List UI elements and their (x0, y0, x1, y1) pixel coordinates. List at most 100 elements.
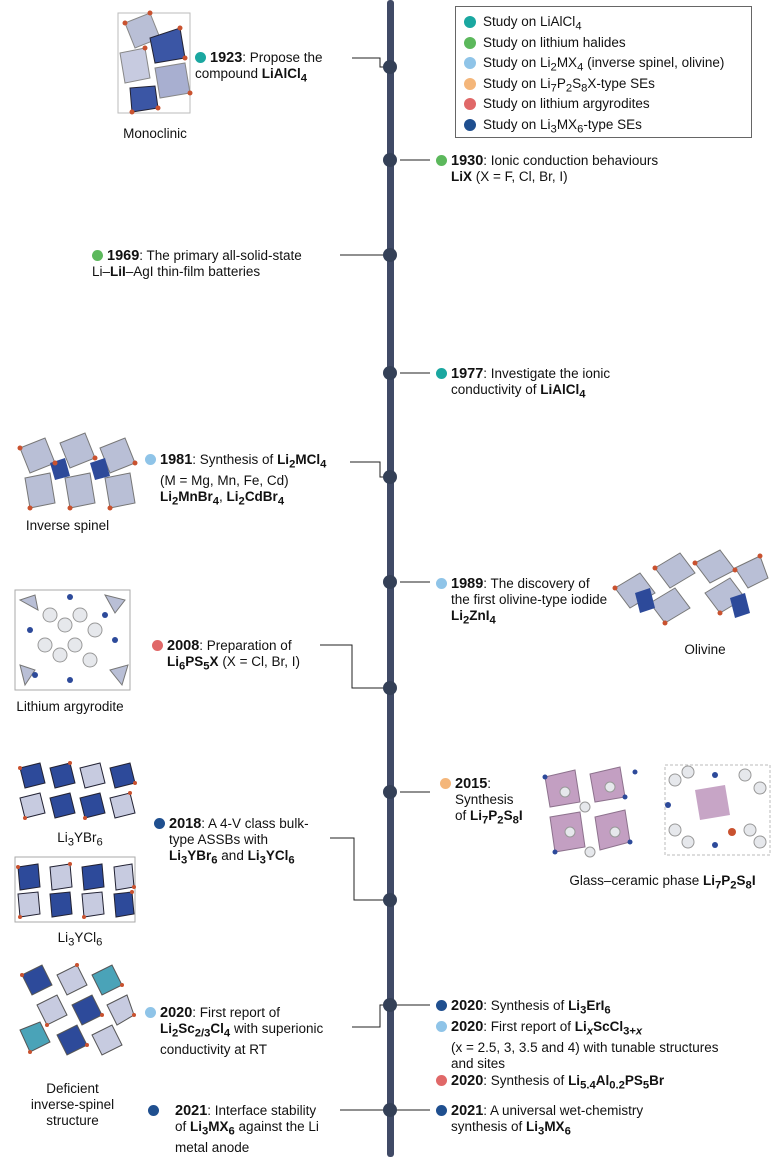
event-2008: 2008: Preparation of Li6PS5X (X = Cl, Br… (152, 638, 300, 675)
event-1989: 1989: The discovery of the first olivine… (436, 576, 607, 629)
legend-sub: 4 (577, 61, 584, 74)
event-text: (X = Cl, Br, I) (218, 654, 300, 669)
event-text: synthesis of (451, 1119, 527, 1134)
event-dot (145, 1007, 156, 1018)
caption-monoclinic: Monoclinic (123, 126, 187, 141)
legend-dot (464, 36, 476, 49)
caption-li3ybr6: Li3YBr6 (50, 830, 110, 851)
event-text: : The primary all-solid-state (139, 248, 302, 263)
caption-text: inverse-spinel (30, 1097, 115, 1112)
timeline-node-1989 (383, 575, 397, 589)
formula: Li2ZnI4 (451, 608, 496, 627)
legend-label: Study on Li (483, 55, 551, 70)
event-text: of (175, 1119, 191, 1134)
event-year: 2020 (451, 1073, 484, 1089)
glass-ceramic-structure-image-b (664, 764, 771, 856)
legend-label: Study on Li (483, 116, 551, 132)
event-text: (M = Mg, Mn, Fe, Cd) (160, 472, 289, 488)
formula: Li2MnBr4 (160, 488, 220, 508)
event-year: 2020 (160, 1005, 193, 1021)
argyrodite-structure-image (14, 589, 131, 691)
legend-item-li3mx6: Study on Li3MX6-type SEs (464, 115, 743, 136)
caption-text: Li (57, 930, 69, 945)
event-text: : Ionic conduction behaviours (483, 153, 659, 168)
event-dot (436, 1075, 447, 1086)
legend-sub: 4 (575, 20, 582, 33)
legend-label: -type SEs (583, 116, 642, 132)
legend-item-li2mx4: Study on Li2MX4 (inverse spinel, olivine… (464, 53, 743, 74)
formula: Li5.4Al0.2PS5Br (568, 1073, 665, 1092)
formula: LiAlCl4 (261, 66, 308, 85)
legend-item-halides: Study on lithium halides (464, 33, 743, 54)
event-year: 1989 (451, 576, 484, 592)
event-dot (145, 454, 156, 465)
caption-text: YBr (74, 830, 97, 845)
glass-ceramic-structure-image-a (542, 766, 638, 858)
formula: LiX (451, 169, 473, 184)
event-text: Li– (92, 264, 111, 279)
event-1969: 1969: The primary all-solid-state Li–LiI… (92, 248, 302, 280)
event-year: 1923 (210, 50, 243, 66)
event-dot (152, 640, 163, 651)
event-2020-sc: 2020: First report of Li2Sc2/3Cl4 with s… (145, 1005, 323, 1058)
event-dot (154, 818, 165, 829)
timeline-node-1977 (383, 366, 397, 380)
event-text: and sites (451, 1055, 506, 1071)
legend: Study on LiAlCl4 Study on lithium halide… (455, 6, 752, 138)
caption-glass-ceramic: Glass–ceramic phase Li7P2S8I (555, 873, 770, 894)
event-text: –AgI thin-film batteries (125, 264, 261, 279)
legend-label: Study on Li (483, 75, 551, 91)
legend-dot (464, 77, 476, 90)
event-text: : A universal wet-chemistry (483, 1103, 644, 1118)
legend-sub: 2 (550, 61, 557, 74)
timeline-node-1930 (383, 153, 397, 167)
legend-sub: 7 (550, 82, 557, 95)
event-dot (440, 778, 451, 789)
legend-label: S (572, 75, 582, 91)
legend-sub: 3 (550, 123, 557, 136)
event-2018: 2018: A 4-V class bulk- type ASSBs with … (154, 816, 309, 869)
event-year: 2021 (451, 1103, 484, 1119)
caption-sub: 3 (67, 836, 74, 849)
legend-dot (464, 57, 476, 69)
timeline-node-2015 (383, 785, 397, 799)
event-dot (92, 250, 103, 261)
event-dot (436, 1000, 447, 1011)
event-text: type ASSBs with (169, 832, 269, 847)
event-1977: 1977: Investigate the ionic conductivity… (436, 366, 610, 403)
event-dot (436, 1021, 447, 1032)
event-text: Synthesis (455, 792, 514, 807)
event-text: of (455, 808, 471, 823)
event-text: : Synthesis of (483, 1073, 569, 1088)
event-dot (436, 368, 447, 379)
event-text: the first olivine-type iodide (451, 592, 608, 607)
event-year: 2018 (169, 816, 202, 832)
legend-label: (inverse spinel, olivine) (583, 55, 725, 70)
formula: Li3YBr6 (169, 848, 218, 867)
formula: Li3MX6 (190, 1119, 235, 1138)
timeline-node-2021 (383, 1103, 397, 1117)
timeline-node-1969 (383, 248, 397, 262)
formula: Li6PS5X (167, 654, 219, 673)
caption-deficient-inverse-spinel: Deficient inverse-spinel structure (10, 1081, 135, 1129)
event-text: : Synthesis of (192, 452, 278, 467)
event-year: 1969 (107, 248, 140, 264)
event-year: 2008 (167, 638, 200, 654)
timeline-node-1923 (383, 60, 397, 74)
legend-label: X-type SEs (587, 75, 655, 91)
formula: Li2Sc2/3Cl4 (160, 1021, 231, 1040)
event-year: 2015 (455, 776, 488, 792)
legend-item-argyrodite: Study on lithium argyrodites (464, 94, 743, 115)
caption-text: structure (46, 1113, 99, 1128)
legend-label: Study on lithium halides (483, 34, 626, 50)
olivine-structure-image (612, 549, 769, 626)
legend-label: MX (556, 116, 578, 132)
event-2021-wet: 2021: A universal wet-chemistry synthesi… (436, 1103, 643, 1140)
event-text: : Preparation of (199, 638, 292, 653)
timeline-node-1981 (383, 470, 397, 484)
event-text: : Propose the (242, 50, 323, 65)
event-dot (436, 155, 447, 166)
li3ycl6-structure-image (14, 856, 136, 923)
event-year: 1977 (451, 366, 484, 382)
legend-label: P (556, 75, 566, 91)
